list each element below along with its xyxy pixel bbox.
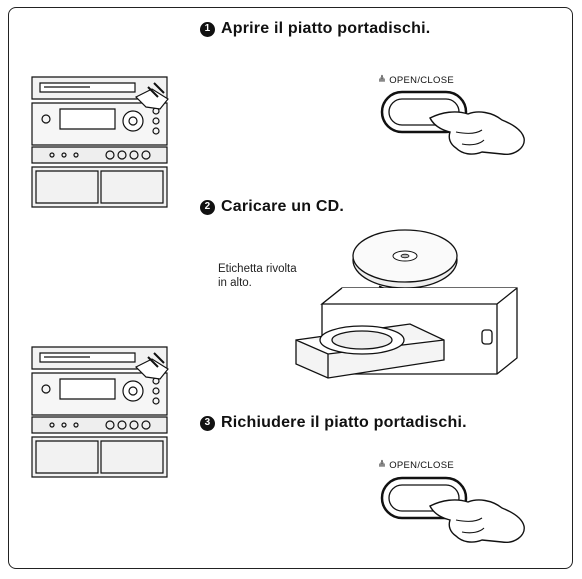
open-close-label-1: ≜ OPEN/CLOSE [378, 75, 454, 86]
instruction-frame [8, 7, 573, 569]
step-3-text: Richiudere il piatto portadischi. [221, 414, 467, 431]
step-3-title: 3 Richiudere il piatto portadischi. [200, 414, 467, 432]
stereo-system-icon-2 [30, 345, 170, 480]
step-1-text: Aprire il piatto portadischi. [221, 20, 431, 37]
label-up-note: Etichetta rivolta in alto. [218, 262, 297, 290]
cd-tray-icon [292, 278, 532, 383]
label-up-note-line-2: in alto. [218, 277, 252, 289]
pointing-hand-icon-2 [422, 488, 532, 548]
step-2-number: 2 [200, 199, 215, 215]
pointing-hand-icon [422, 100, 532, 160]
step-1-number: 1 [200, 21, 215, 37]
label-up-note-line-1: Etichetta rivolta [218, 263, 297, 275]
step-2-title: 2 Caricare un CD. [200, 198, 344, 216]
step-2-text: Caricare un CD. [221, 198, 345, 215]
stereo-system-icon [30, 75, 170, 210]
step-3-number: 3 [200, 415, 215, 431]
open-close-label-2: ≜ OPEN/CLOSE [378, 460, 454, 471]
step-1-title: 1 Aprire il piatto portadischi. [200, 20, 430, 38]
